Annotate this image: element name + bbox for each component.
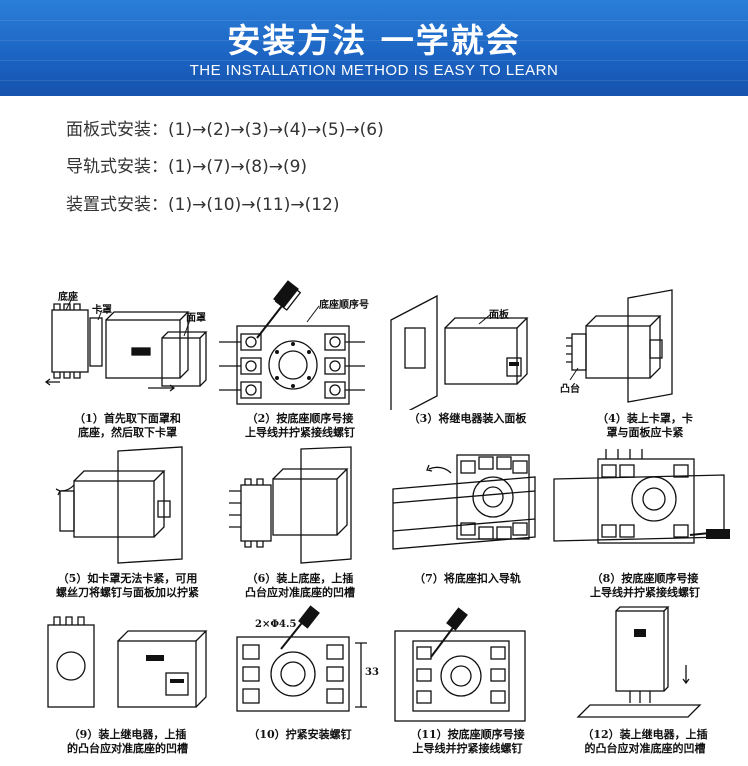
method-steps: (1)→(7)→(8)→(9) xyxy=(168,157,308,177)
caption-line-1: （8）按底座顺序号接 xyxy=(591,572,699,585)
diagram-1-illustration xyxy=(44,297,208,392)
caption-line-1: （3）将继电器装入面板 xyxy=(408,412,527,425)
caption-line-2: 底座，然后取下卡罩 xyxy=(78,426,177,439)
caption-line-2: 的凸台应对准底座的凹槽 xyxy=(67,742,188,755)
caption-line-2: 上导线并拧紧接线螺钉 xyxy=(590,586,700,599)
diagram-2: 底座顺序号 （2）按底座顺序号接 上导线并拧紧接线螺钉 xyxy=(215,280,385,445)
diagram-12: （12）装上继电器，上插 的凸台应对准底座的凹槽 xyxy=(550,605,740,763)
diagram-1: 底座 卡罩 面罩 （1）首先取下面罩和 底座，然后取下卡罩 xyxy=(40,280,215,445)
diagram-6-illustration xyxy=(229,446,352,564)
diagram-7: （7）将底座扣入导轨 xyxy=(385,445,550,605)
diagram-11-illustration xyxy=(394,607,526,722)
caption-line-1: （10）拧紧安装螺钉 xyxy=(248,728,352,741)
method-label: 装置式安装： xyxy=(66,195,168,215)
caption-line-2: 凸台应对准底座的凹槽 xyxy=(245,586,355,599)
diagram-5: （5）如卡罩无法卡紧，可用 螺丝刀将螺钉与面板加以拧紧 xyxy=(40,445,215,605)
method-label: 面板式安装： xyxy=(66,120,168,140)
diagram-4: 凸台 （4）装上卡罩，卡 罩与面板应卡紧 xyxy=(550,280,740,445)
label-face-cover: 面罩 xyxy=(186,313,206,324)
caption-line-2: 螺丝刀将螺钉与面板加以拧紧 xyxy=(56,586,199,599)
method-rail: 导轨式安装：(1)→(7)→(8)→(9) xyxy=(66,152,307,177)
method-device: 装置式安装：(1)→(10)→(11)→(12) xyxy=(66,190,340,215)
caption-line-1: （12）装上继电器，上插 xyxy=(582,728,708,741)
diagram-6: （6）装上底座，上插 凸台应对准底座的凹槽 xyxy=(215,445,385,605)
method-steps: (1)→(2)→(3)→(4)→(5)→(6) xyxy=(168,120,384,140)
label-boss: 凸台 xyxy=(560,384,580,395)
label-clip-cover: 卡罩 xyxy=(92,305,112,316)
diagram-4-illustration xyxy=(566,289,673,403)
diagram-10-illustration xyxy=(236,605,367,712)
diagram-9: （9）装上继电器，上插 的凸台应对准底座的凹槽 xyxy=(40,605,215,763)
caption-line-1: （1）首先取下面罩和 xyxy=(74,412,181,425)
label-dimension: 33 xyxy=(365,667,379,678)
caption-line-1: （7）将底座扣入导轨 xyxy=(414,572,521,585)
diagram-11: （11）按底座顺序号接 上导线并拧紧接线螺钉 xyxy=(385,605,550,763)
diagram-2-illustration xyxy=(219,280,365,405)
method-steps: (1)→(10)→(11)→(12) xyxy=(168,195,340,215)
diagram-3: 面板 （3）将继电器装入面板 xyxy=(385,280,550,445)
caption-line-1: （2）按底座顺序号接 xyxy=(246,412,354,425)
diagram-10: 2×Φ4.5 33 （10）拧紧安装螺钉 xyxy=(215,605,385,763)
method-panel: 面板式安装：(1)→(2)→(3)→(4)→(5)→(6) xyxy=(66,115,384,140)
header-banner: 安装方法 一学就会 THE INSTALLATION METHOD IS EAS… xyxy=(0,0,748,96)
caption-line-1: （11）按底座顺序号接 xyxy=(410,728,525,741)
caption-line-1: （6）装上底座，上插 xyxy=(246,572,354,585)
caption-line-2: 罩与面板应卡紧 xyxy=(606,426,684,439)
method-label: 导轨式安装： xyxy=(66,157,168,177)
label-hole-spec: 2×Φ4.5 xyxy=(255,619,297,630)
diagram-8-illustration xyxy=(553,449,730,544)
diagram-7-illustration xyxy=(392,454,536,550)
label-panel: 面板 xyxy=(489,310,509,321)
banner-subtitle: THE INSTALLATION METHOD IS EASY TO LEARN xyxy=(189,62,559,79)
caption-line-1: （5）如卡罩无法卡紧，可用 xyxy=(57,572,198,585)
caption-line-1: （9）装上继电器，上插 xyxy=(68,728,187,741)
diagram-9-illustration xyxy=(47,616,208,708)
caption-line-1: （4）装上卡罩，卡 xyxy=(597,412,693,425)
label-base: 底座 xyxy=(58,292,78,303)
diagram-5-illustration xyxy=(55,446,183,564)
diagram-12-illustration xyxy=(576,606,702,718)
label-base-sequence: 底座顺序号 xyxy=(319,300,369,311)
caption-line-2: 上导线并拧紧接线螺钉 xyxy=(245,426,355,439)
caption-line-2: 的凸台应对准底座的凹槽 xyxy=(584,742,706,755)
diagram-8: （8）按底座顺序号接 上导线并拧紧接线螺钉 xyxy=(550,445,740,605)
banner-title: 安装方法 一学就会 xyxy=(227,21,521,60)
diagram-3-illustration xyxy=(390,294,529,410)
caption-line-2: 上导线并拧紧接线螺钉 xyxy=(412,742,523,755)
